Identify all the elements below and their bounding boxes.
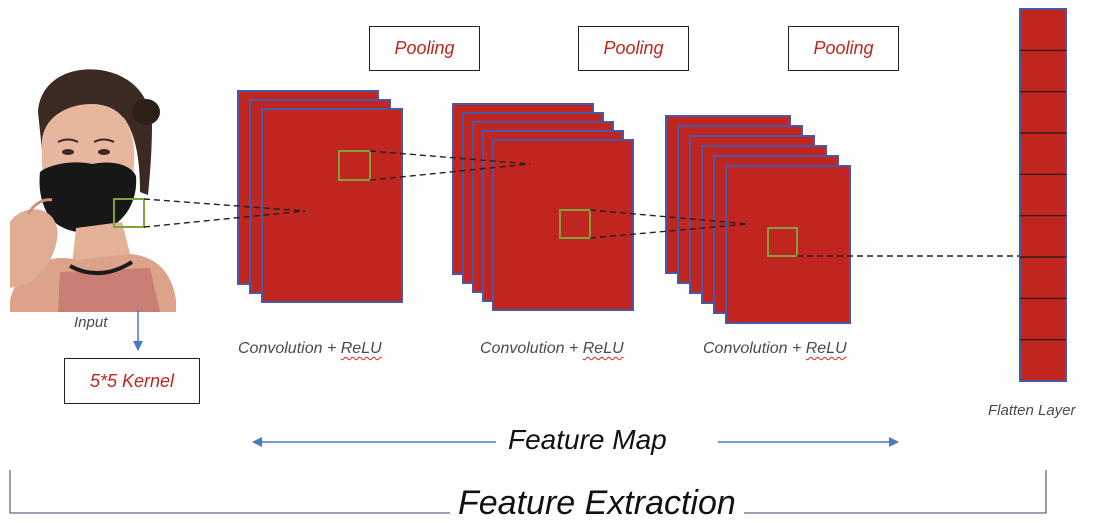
feature-map-label: Feature Map <box>500 424 675 456</box>
map3-kernel-square <box>767 227 798 257</box>
flatten-layer <box>1019 8 1067 382</box>
pooling-label-1: Pooling <box>394 38 455 58</box>
input-image <box>8 60 178 312</box>
feature-map-2-5 <box>492 139 634 311</box>
conv-stack-2 <box>452 103 634 311</box>
pooling-box-1: Pooling <box>369 26 480 71</box>
feature-map-1-3 <box>261 108 403 303</box>
kernel-box: 5*5 Kernel <box>64 358 200 404</box>
map2-kernel-square <box>559 209 591 239</box>
kernel-label: 5*5 Kernel <box>89 370 175 391</box>
flatten-label: Flatten Layer <box>988 402 1076 419</box>
conv-label-3: Convolution + ReLU <box>703 340 847 357</box>
feature-map-3-6 <box>725 165 851 324</box>
conv-stack-3 <box>665 115 851 324</box>
conv-label-1: Convolution + ReLU <box>238 340 382 357</box>
input-label: Input <box>74 314 108 331</box>
map1-kernel-square <box>338 150 371 181</box>
pooling-label-3: Pooling <box>813 38 874 58</box>
projection-lines <box>143 150 1020 257</box>
pooling-box-3: Pooling <box>788 26 899 71</box>
pooling-box-2: Pooling <box>578 26 689 71</box>
conv-label-2: Convolution + ReLU <box>480 340 624 357</box>
input-kernel-square <box>113 198 145 228</box>
pooling-label-2: Pooling <box>603 38 664 58</box>
flatten-layer-body <box>1019 8 1067 382</box>
conv-stack-1 <box>237 90 403 303</box>
feature-extraction-label: Feature Extraction <box>450 484 744 523</box>
